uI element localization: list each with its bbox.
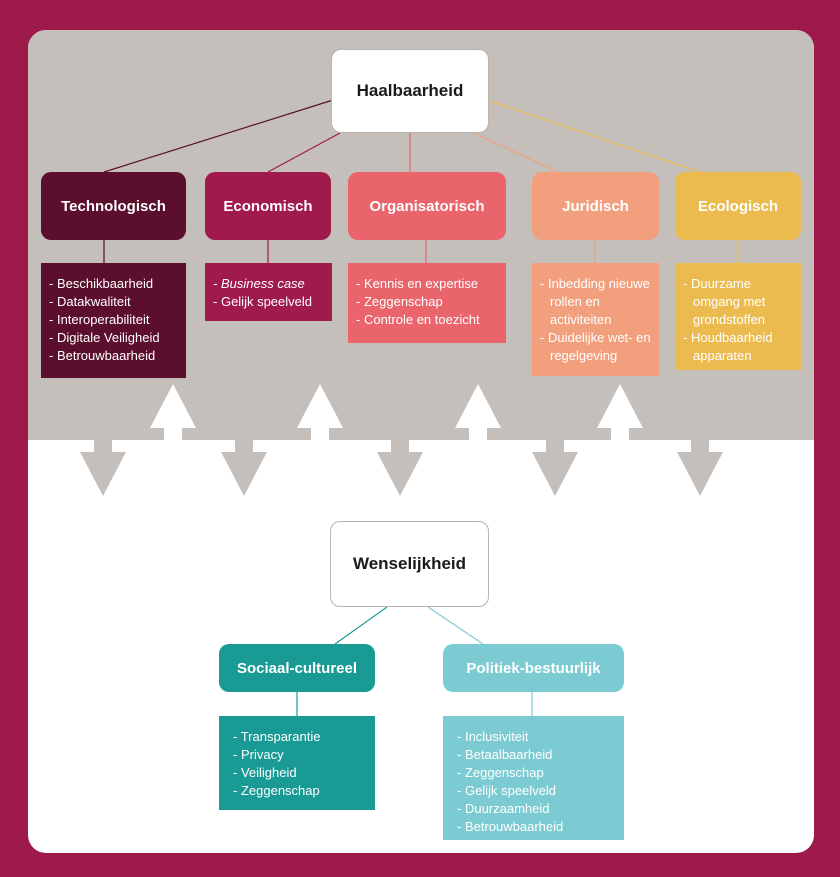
down-arrow-icon	[377, 392, 423, 496]
category-politiek-bestuurlijk: Politiek-bestuurlijk	[443, 644, 624, 692]
connector-politiek	[427, 606, 484, 645]
connector-economisch	[267, 132, 341, 173]
list-item: Veiligheid	[233, 764, 369, 782]
list-item: Digitale Veiligheid	[49, 329, 180, 347]
list-ecologisch: Duurzame omgang met grondstoffen Houdbaa…	[675, 263, 801, 370]
connector-technologisch	[103, 99, 334, 173]
up-arrow-icon	[150, 384, 196, 488]
list-item: Duurzaamheid	[457, 800, 618, 818]
list-item: Houdbaarheid apparaten	[683, 329, 795, 365]
up-arrow-icon	[297, 384, 343, 488]
feasibility-title-box: Haalbaarheid	[331, 49, 489, 133]
desirability-title-box: Wenselijkheid	[330, 521, 489, 607]
list-politiek-bestuurlijk: Inclusiviteit Betaalbaarheid Zeggenschap…	[443, 716, 624, 840]
list-sociaal-cultureel: Transparantie Privacy Veiligheid Zeggens…	[219, 716, 375, 810]
list-technologisch: Beschikbaarheid Datakwaliteit Interopera…	[41, 263, 186, 378]
list-item: Zeggenschap	[356, 293, 500, 311]
feasibility-title: Haalbaarheid	[356, 81, 464, 100]
category-label: Organisatorisch	[369, 197, 485, 215]
list-item: Inclusiviteit	[457, 728, 618, 746]
list-item: Betrouwbaarheid	[457, 818, 618, 836]
category-label: Ecologisch	[697, 197, 779, 215]
category-ecologisch: Ecologisch	[675, 172, 801, 240]
category-label: Economisch	[223, 197, 313, 215]
connector-sociaal	[334, 606, 388, 645]
list-item: Gelijk speelveld	[457, 782, 618, 800]
down-arrow-icon	[677, 392, 723, 496]
category-label: Politiek-bestuurlijk	[466, 659, 601, 677]
connector-ecologisch	[486, 99, 701, 173]
list-item: Betaalbaarheid	[457, 746, 618, 764]
list-item: Privacy	[233, 746, 369, 764]
list-item: Duidelijke wet- en regelgeving	[540, 329, 653, 365]
desirability-title: Wenselijkheid	[352, 554, 467, 573]
up-arrow-icon	[597, 384, 643, 488]
list-item: Interoperabiliteit	[49, 311, 180, 329]
list-item: Zeggenschap	[233, 782, 369, 800]
list-item: Betrouwbaarheid	[49, 347, 180, 365]
list-item: Controle en toezicht	[356, 311, 500, 329]
down-arrow-icon	[221, 392, 267, 496]
list-item: Kennis en expertise	[356, 275, 500, 293]
list-juridisch: Inbedding nieuwe rollen en activiteiten …	[532, 263, 659, 376]
category-juridisch: Juridisch	[532, 172, 659, 240]
category-label: Technologisch	[61, 197, 166, 215]
category-sociaal-cultureel: Sociaal-cultureel	[219, 644, 375, 692]
up-arrow-icon	[455, 384, 501, 488]
category-technologisch: Technologisch	[41, 172, 186, 240]
category-organisatorisch: Organisatorisch	[348, 172, 506, 240]
list-item: Business case	[213, 275, 326, 293]
category-label: Sociaal-cultureel	[236, 659, 358, 677]
list-item: Duurzame omgang met grondstoffen	[683, 275, 795, 329]
list-item: Gelijk speelveld	[213, 293, 326, 311]
list-item: Inbedding nieuwe rollen en activiteiten	[540, 275, 653, 329]
list-item: Transparantie	[233, 728, 369, 746]
connector-juridisch	[473, 132, 559, 173]
list-economisch: Business case Gelijk speelveld	[205, 263, 332, 321]
list-item: Beschikbaarheid	[49, 275, 180, 293]
category-economisch: Economisch	[205, 172, 331, 240]
down-arrow-icon	[532, 392, 578, 496]
list-item: Datakwaliteit	[49, 293, 180, 311]
list-organisatorisch: Kennis en expertise Zeggenschap Controle…	[348, 263, 506, 343]
down-arrow-icon	[80, 392, 126, 496]
list-item: Zeggenschap	[457, 764, 618, 782]
category-label: Juridisch	[562, 197, 629, 215]
